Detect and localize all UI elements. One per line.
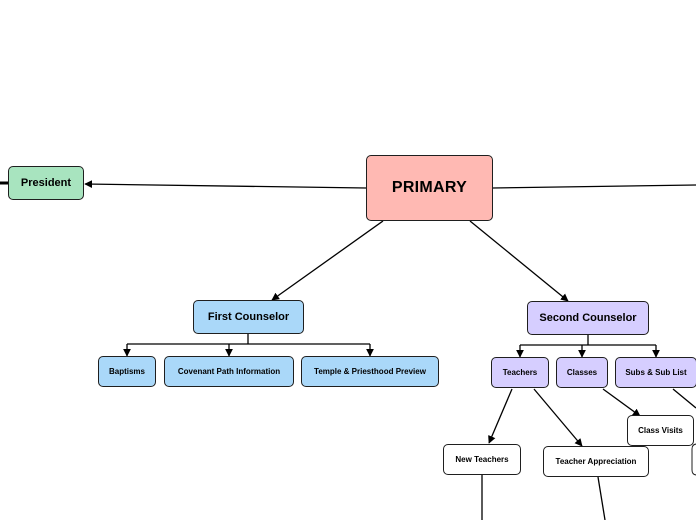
- connector-first-counselor-children: [123, 333, 374, 357]
- node-second-counselor[interactable]: Second Counselor: [527, 301, 649, 335]
- node-teachers[interactable]: Teachers: [491, 357, 549, 388]
- node-covenant-path-information[interactable]: Covenant Path Information: [164, 356, 294, 387]
- node-teacher-appreciation[interactable]: Teacher Appreciation: [543, 446, 649, 477]
- offscreen-node-edge: [691, 443, 696, 476]
- connector-teachers-new-teachers: [488, 388, 513, 444]
- connector-root-offscreen-right: [492, 184, 696, 189]
- connector-root-first-counselor: [271, 220, 384, 301]
- node-classes[interactable]: Classes: [556, 357, 608, 388]
- node-president[interactable]: President: [8, 166, 84, 200]
- connector-second-counselor-children: [516, 334, 660, 358]
- connector-classes-class-visits: [602, 388, 641, 417]
- root-node-primary[interactable]: PRIMARY: [366, 155, 493, 221]
- node-subs-sub-list[interactable]: Subs & Sub List: [615, 357, 696, 388]
- node-new-teachers[interactable]: New Teachers: [443, 444, 521, 475]
- connector-root-second-counselor: [469, 220, 569, 302]
- node-baptisms[interactable]: Baptisms: [98, 356, 156, 387]
- connector-subs-offscreen: [672, 388, 696, 409]
- node-temple-priesthood-preview[interactable]: Temple & Priesthood Preview: [301, 356, 439, 387]
- node-class-visits[interactable]: Class Visits: [627, 415, 694, 446]
- connector-root-president: [84, 180, 367, 189]
- connector-appreciation-down: [597, 476, 606, 520]
- node-first-counselor[interactable]: First Counselor: [193, 300, 304, 334]
- connector-teachers-appreciation: [533, 388, 583, 447]
